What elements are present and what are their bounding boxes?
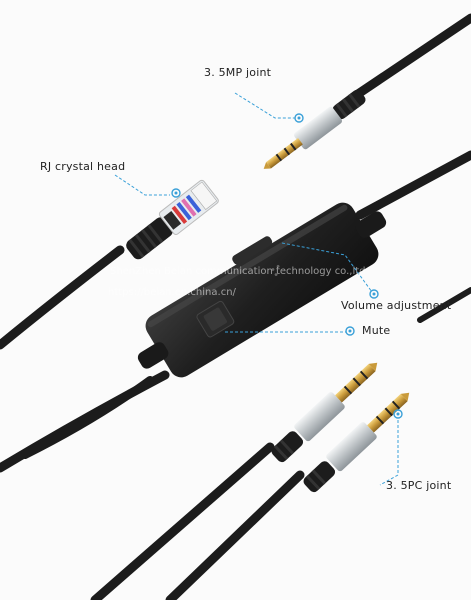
watermark-line1: ShenZhen Beian communication technology … (110, 266, 366, 277)
callout-pc-dot (393, 409, 403, 419)
watermark-line2: https://beian.en.china.cn/ (108, 287, 236, 298)
callout-volume (281, 242, 373, 293)
callout-rj (114, 174, 170, 196)
callout-mp-dot-inner (297, 116, 301, 120)
callout-mute-dot-inner (348, 329, 352, 333)
label-volume: Volume adjustment (341, 299, 452, 312)
mp-cable (347, 13, 471, 103)
label-rj-head: RJ crystal head (40, 160, 126, 173)
pc-jack-2 (303, 392, 410, 493)
callout-rj-dot (171, 188, 181, 198)
box-cable-down (21, 376, 154, 459)
pc-jack-1 (271, 362, 378, 463)
label-mp-joint: 3. 5MP joint (204, 66, 272, 79)
callout-volume-dot (369, 289, 379, 299)
callout-mp (234, 92, 295, 119)
label-pc-joint: 3. 5PC joint (386, 479, 452, 492)
callout-volume-dot-inner (372, 292, 376, 296)
callout-pc-dot-inner (396, 412, 400, 416)
control-box (137, 202, 387, 378)
top-right-cable (417, 287, 471, 323)
callout-mute-dot (345, 326, 355, 336)
rj-cable (0, 245, 125, 350)
main-cable-upper (355, 150, 471, 220)
callout-pc (379, 420, 399, 486)
rj-plug (126, 179, 219, 260)
pc-cable-2 (165, 470, 305, 600)
mp-jack (263, 89, 366, 169)
pc-cable-1 (90, 442, 275, 600)
label-mute: Mute (362, 324, 391, 337)
callout-rj-dot-inner (174, 191, 178, 195)
callout-mp-dot (294, 113, 304, 123)
